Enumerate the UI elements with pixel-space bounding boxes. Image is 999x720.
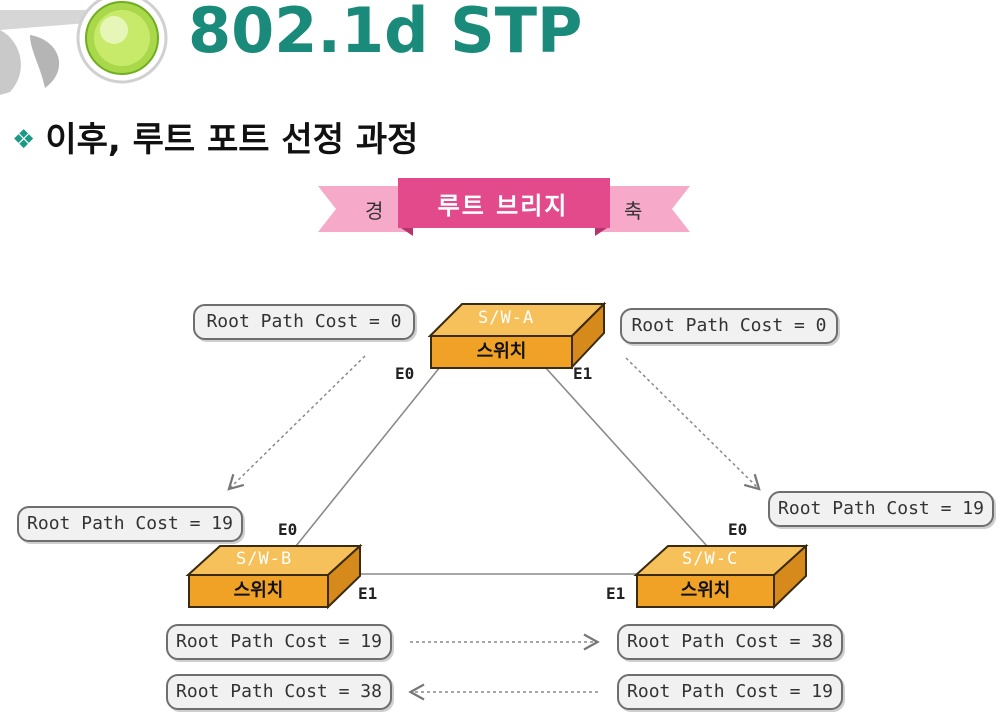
- switch-c-front: 스위치: [636, 574, 775, 608]
- cost-label-b-row2: Root Path Cost = 38: [166, 674, 392, 710]
- port-c-e0: E0: [728, 520, 748, 539]
- arrow-a-to-b: [227, 355, 366, 491]
- link-a-b: [295, 366, 441, 547]
- root-bridge-banner: [318, 178, 690, 236]
- cost-label-b-row1: Root Path Cost = 19: [166, 624, 392, 660]
- cost-label-c-row1: Root Path Cost = 38: [617, 624, 843, 660]
- section-subtitle: ❖ 이후, 루트 포트 선정 과정: [12, 112, 418, 161]
- cost-label-b-side: Root Path Cost = 19: [17, 506, 243, 542]
- cost-label-c-side: Root Path Cost = 19: [768, 491, 994, 527]
- link-a-c: [544, 366, 708, 547]
- port-b-e0: E0: [278, 520, 298, 539]
- switch-c-shape: [633, 543, 809, 610]
- switch-b-front: 스위치: [188, 574, 329, 608]
- subtitle-text: 이후, 루트 포트 선정 과정: [45, 120, 419, 160]
- switch-b-top-label: S/W-B: [236, 549, 293, 569]
- banner-title: 루트 브리지: [437, 192, 569, 220]
- switch-c-top-label: S/W-C: [682, 549, 739, 569]
- banner-right-text: 축: [624, 199, 643, 223]
- diamond-bullet-icon: ❖: [12, 125, 36, 155]
- banner-left-text: 경: [365, 199, 384, 223]
- port-c-e1: E1: [606, 584, 626, 603]
- port-b-e1: E1: [358, 584, 378, 603]
- cost-label-c-row2: Root Path Cost = 19: [617, 674, 843, 710]
- cost-label-a-right: Root Path Cost = 0: [620, 308, 838, 344]
- switch-a-front: 스위치: [430, 335, 573, 369]
- logo: [0, 0, 168, 95]
- switch-a-top-label: S/W-A: [478, 308, 535, 328]
- port-a-e0: E0: [395, 364, 415, 383]
- cost-label-a-left: Root Path Cost = 0: [193, 304, 415, 340]
- port-a-e1: E1: [573, 364, 593, 383]
- page-title: 802.1d STP: [188, 0, 583, 67]
- arrow-a-to-c: [625, 357, 761, 491]
